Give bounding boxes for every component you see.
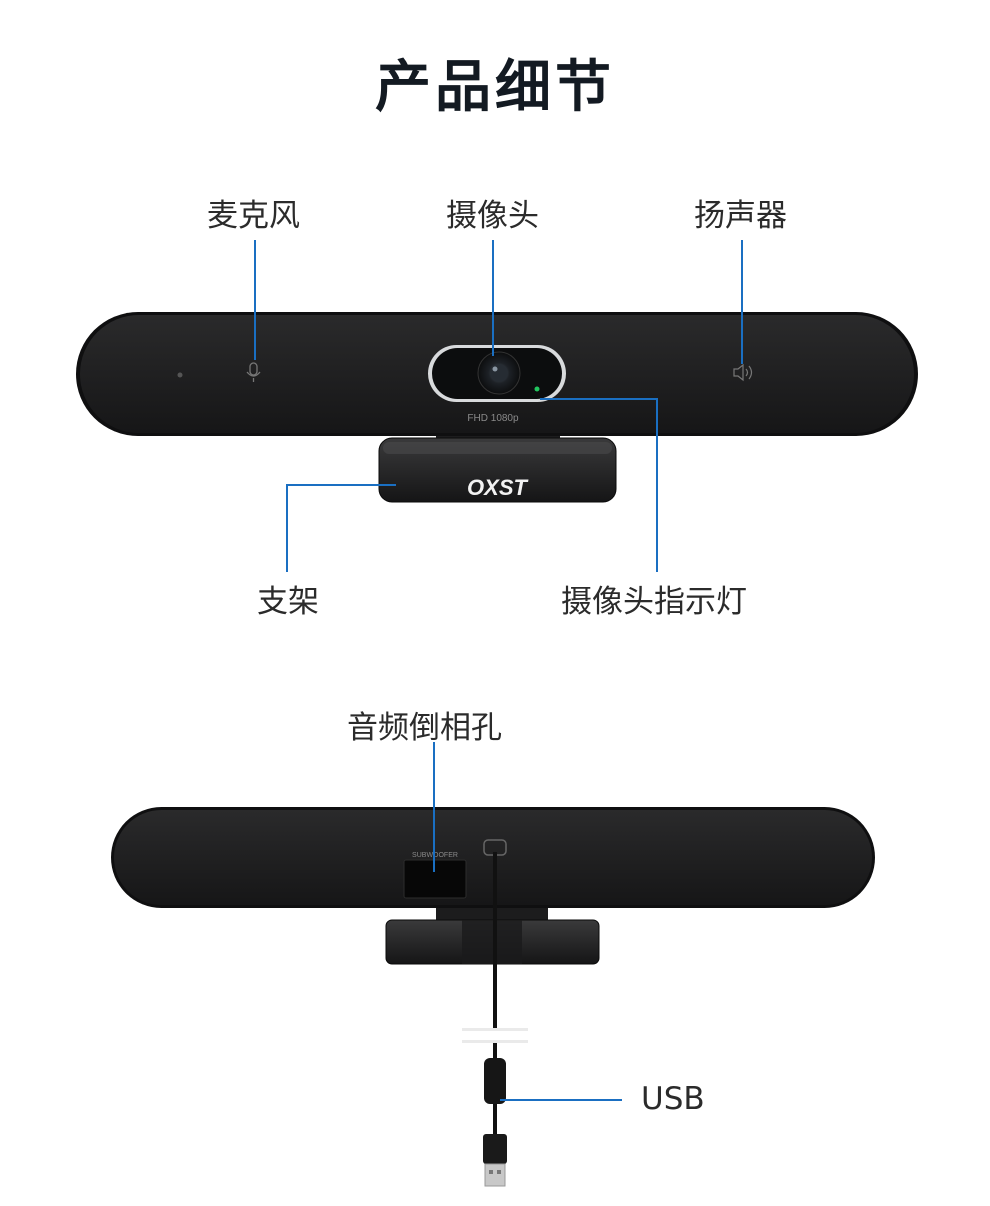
callout-line-stand-v <box>286 484 288 572</box>
callout-line-microphone <box>254 240 256 360</box>
label-audio-port: 音频倒相孔 <box>347 710 502 746</box>
speaker-icon <box>733 363 753 382</box>
callout-line-camera <box>492 240 494 356</box>
label-indicator: 摄像头指示灯 <box>561 584 747 620</box>
callout-line-audio-port <box>433 742 435 872</box>
brand-logo: OXST <box>467 475 528 500</box>
ferrite-core <box>484 1058 506 1104</box>
label-microphone: 麦克风 <box>207 198 300 234</box>
callout-line-indicator-v <box>656 398 658 572</box>
callout-line-stand-h <box>286 484 396 486</box>
microphone-icon <box>246 362 261 382</box>
pinhole-dot <box>177 372 183 378</box>
lens-spec-text: FHD 1080p <box>467 413 519 424</box>
usb-plug-body <box>483 1134 507 1164</box>
back-view: SUBWOOFER <box>111 807 875 1187</box>
callout-line-indicator-h <box>540 398 658 400</box>
usb-plug-metal <box>484 1163 506 1187</box>
label-speaker: 扬声器 <box>694 198 787 234</box>
lens-reflection <box>492 366 498 372</box>
camera-lens-inner <box>490 364 508 382</box>
callout-line-usb <box>500 1099 622 1101</box>
page-title: 产品细节 <box>375 55 615 120</box>
label-usb: USB <box>641 1081 705 1117</box>
label-camera: 摄像头 <box>446 198 539 234</box>
port-label: SUBWOOFER <box>412 852 458 859</box>
bass-reflex-port <box>403 859 467 899</box>
callout-line-speaker <box>741 240 743 364</box>
front-view: FHD 1080p OXST <box>76 312 918 503</box>
indicator-led <box>534 386 540 392</box>
label-stand: 支架 <box>257 584 319 620</box>
